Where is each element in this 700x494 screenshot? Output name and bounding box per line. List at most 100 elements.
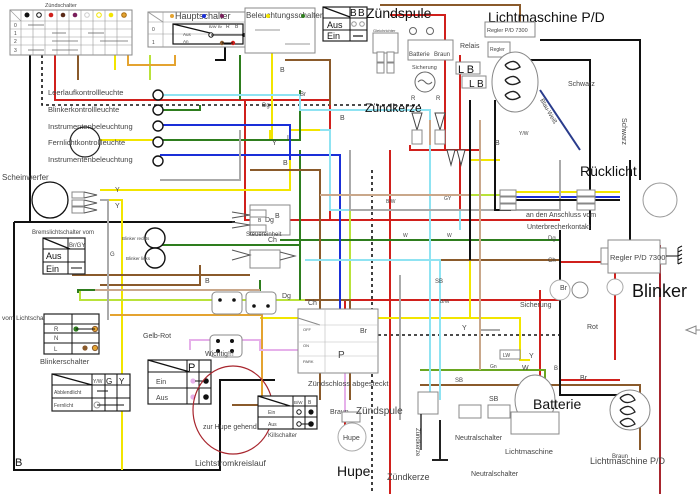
terminal-white <box>84 12 90 18</box>
wire-yellow-6 <box>470 317 530 361</box>
pos-0: 0 <box>14 23 17 29</box>
wc-br-2: Br <box>560 285 568 292</box>
terminal-orange <box>121 12 127 18</box>
neutral2-label: Neutralschalter <box>471 471 519 478</box>
hs-row-aus: Aus <box>183 32 192 37</box>
braun-top-label: Braun <box>434 52 450 58</box>
p-switch-aus: Aus <box>156 395 169 402</box>
instrument2-label: Instrumentenbeleuchtung <box>48 155 133 164</box>
zs-col-b1: B <box>350 8 357 19</box>
bremslicht-cols: Br/GY <box>69 243 85 249</box>
zuendspule-switch: B B Aus Ein <box>322 6 368 42</box>
steuereinheit: Steuereinheit Ch Dg B <box>231 204 297 269</box>
b-corner-label: B <box>15 457 22 469</box>
wire-brown-6 <box>340 259 561 300</box>
horn-icon <box>337 422 367 452</box>
wc-l: L <box>287 135 291 142</box>
rot-label: Rot <box>587 324 598 331</box>
schwarz-h-label: Schwarz <box>568 81 595 88</box>
blinkerkontroll-lamp-icon <box>152 104 164 116</box>
wc-yw: Y/W <box>519 131 529 137</box>
wire-label-g: G <box>110 252 115 258</box>
zuendkerze-top-connectors <box>411 112 466 167</box>
wc-b-5: B <box>554 366 558 372</box>
wires <box>13 4 661 494</box>
wc-w-1: W <box>403 233 408 239</box>
wire-blauweiss <box>539 89 581 151</box>
hupe-inner-label: Hupe <box>343 435 360 442</box>
zuendkerze-vert-label: Zündkerze <box>414 428 420 457</box>
wire-gray-5 <box>100 199 109 320</box>
terminal-brown <box>60 12 66 18</box>
terminal-red <box>48 12 54 18</box>
p-switch-ein: Ein <box>156 379 166 386</box>
wire-cyan-1 <box>160 94 431 400</box>
leerlauf-lamp-icon <box>152 89 164 101</box>
sicherung-right: Sicherung Rot <box>520 279 598 331</box>
sb-label-2: SB <box>489 396 499 403</box>
zs-row-ein: Ein <box>327 31 340 41</box>
taillight-icon <box>499 182 678 218</box>
regler-mid-label: Regler P/D 7300 <box>610 253 665 262</box>
gleichrichter-label: Gleichrichter <box>373 28 396 33</box>
kill-row-ein: Ein <box>268 410 275 416</box>
zuendschloss-park: PARK <box>303 359 314 364</box>
abblend-col-yw: Y/W <box>93 379 103 385</box>
lb-boxes: L B L B <box>455 61 487 90</box>
batterie-bottom-label: Batterie <box>533 396 581 412</box>
hs-wire-b: B <box>235 24 239 30</box>
kill-row-aus: Aus <box>268 422 277 428</box>
wire-r-a: R <box>411 96 416 102</box>
wc-br-1: Br <box>300 92 306 98</box>
zuendspule-top-label: Zündspule <box>366 5 432 21</box>
wire-label-y2: Y <box>115 203 120 210</box>
wire-cyan-3 <box>305 259 441 400</box>
wc-bw-1: B/W <box>386 199 396 205</box>
bremslicht-row-aus: Aus <box>46 251 62 261</box>
wc-b-4: B <box>340 115 345 122</box>
bremslicht-title: Bremslichtschalter vom <box>32 230 94 236</box>
blinkerschalter-l: L <box>54 347 58 353</box>
terminal-yellow-ring <box>96 12 102 18</box>
wc-dg-1: Dg <box>262 103 270 109</box>
wire-label-b-mid: B <box>205 278 210 285</box>
terminal-black <box>24 12 30 18</box>
terminal-black-white <box>36 12 42 18</box>
hs-wire-r: R <box>226 24 230 30</box>
terminal-yellow <box>108 12 114 18</box>
hs-row-an: An <box>183 39 189 44</box>
zuendkerze-bottom-label: Zündkerze <box>387 472 430 482</box>
blinkerschalter: R N L Blinkerschalter <box>40 313 100 366</box>
zuendschalter-table: Zündschalter 0 1 2 3 <box>9 3 133 56</box>
abblend-col-g: G <box>106 377 112 386</box>
schwarz-v-label: Schwarz <box>620 118 627 145</box>
batterie-top-label: Batterie <box>409 52 430 58</box>
wire-dashed <box>41 55 420 106</box>
killschalter: B/W B Ein Aus Killschalter <box>257 395 318 439</box>
wire-label-dg-mid: Dg <box>282 293 291 300</box>
wc-y-3: Y <box>272 140 277 147</box>
lichtschalter-label: vom Lichtschalter kommend <box>2 315 83 322</box>
lichtstrom-label: Lichtstromkreislauf <box>195 458 266 468</box>
blinker-rechts-label: Blinker rechts <box>122 236 150 241</box>
wire-gray-2 <box>349 150 561 211</box>
wire-label-ch-se: Ch <box>268 237 277 244</box>
zuendkerze-top-label: Zündkerze <box>365 101 422 115</box>
bremslichtschalter: Bremslichtschalter vom Br/GY Aus Ein <box>32 230 94 275</box>
wc-y-bot: Y <box>462 325 467 332</box>
zuendschloss-on: ON <box>303 343 309 348</box>
wc-gn: Gn <box>490 364 497 370</box>
wire-brown-5 <box>100 265 201 286</box>
speedo-lamp-icon <box>69 126 101 158</box>
anschluss-label-1: an den Anschluss vom <box>526 212 596 219</box>
bremslicht-row-ein: Ein <box>46 264 59 274</box>
abblend-col-y: Y <box>119 377 125 386</box>
generator-bottom-icon: Braun Lichtmaschine P/D <box>590 389 666 466</box>
instrument2-lamp-icon <box>152 155 164 167</box>
blinker-lamps-front: Blinker rechts Blinker links <box>122 227 166 269</box>
wire-green-8 <box>160 105 201 111</box>
wire-yellow-2 <box>100 199 123 470</box>
sb-label-1: SB <box>455 378 463 384</box>
wc-b-1: B <box>258 218 262 224</box>
wc-b-3: B <box>280 67 285 74</box>
